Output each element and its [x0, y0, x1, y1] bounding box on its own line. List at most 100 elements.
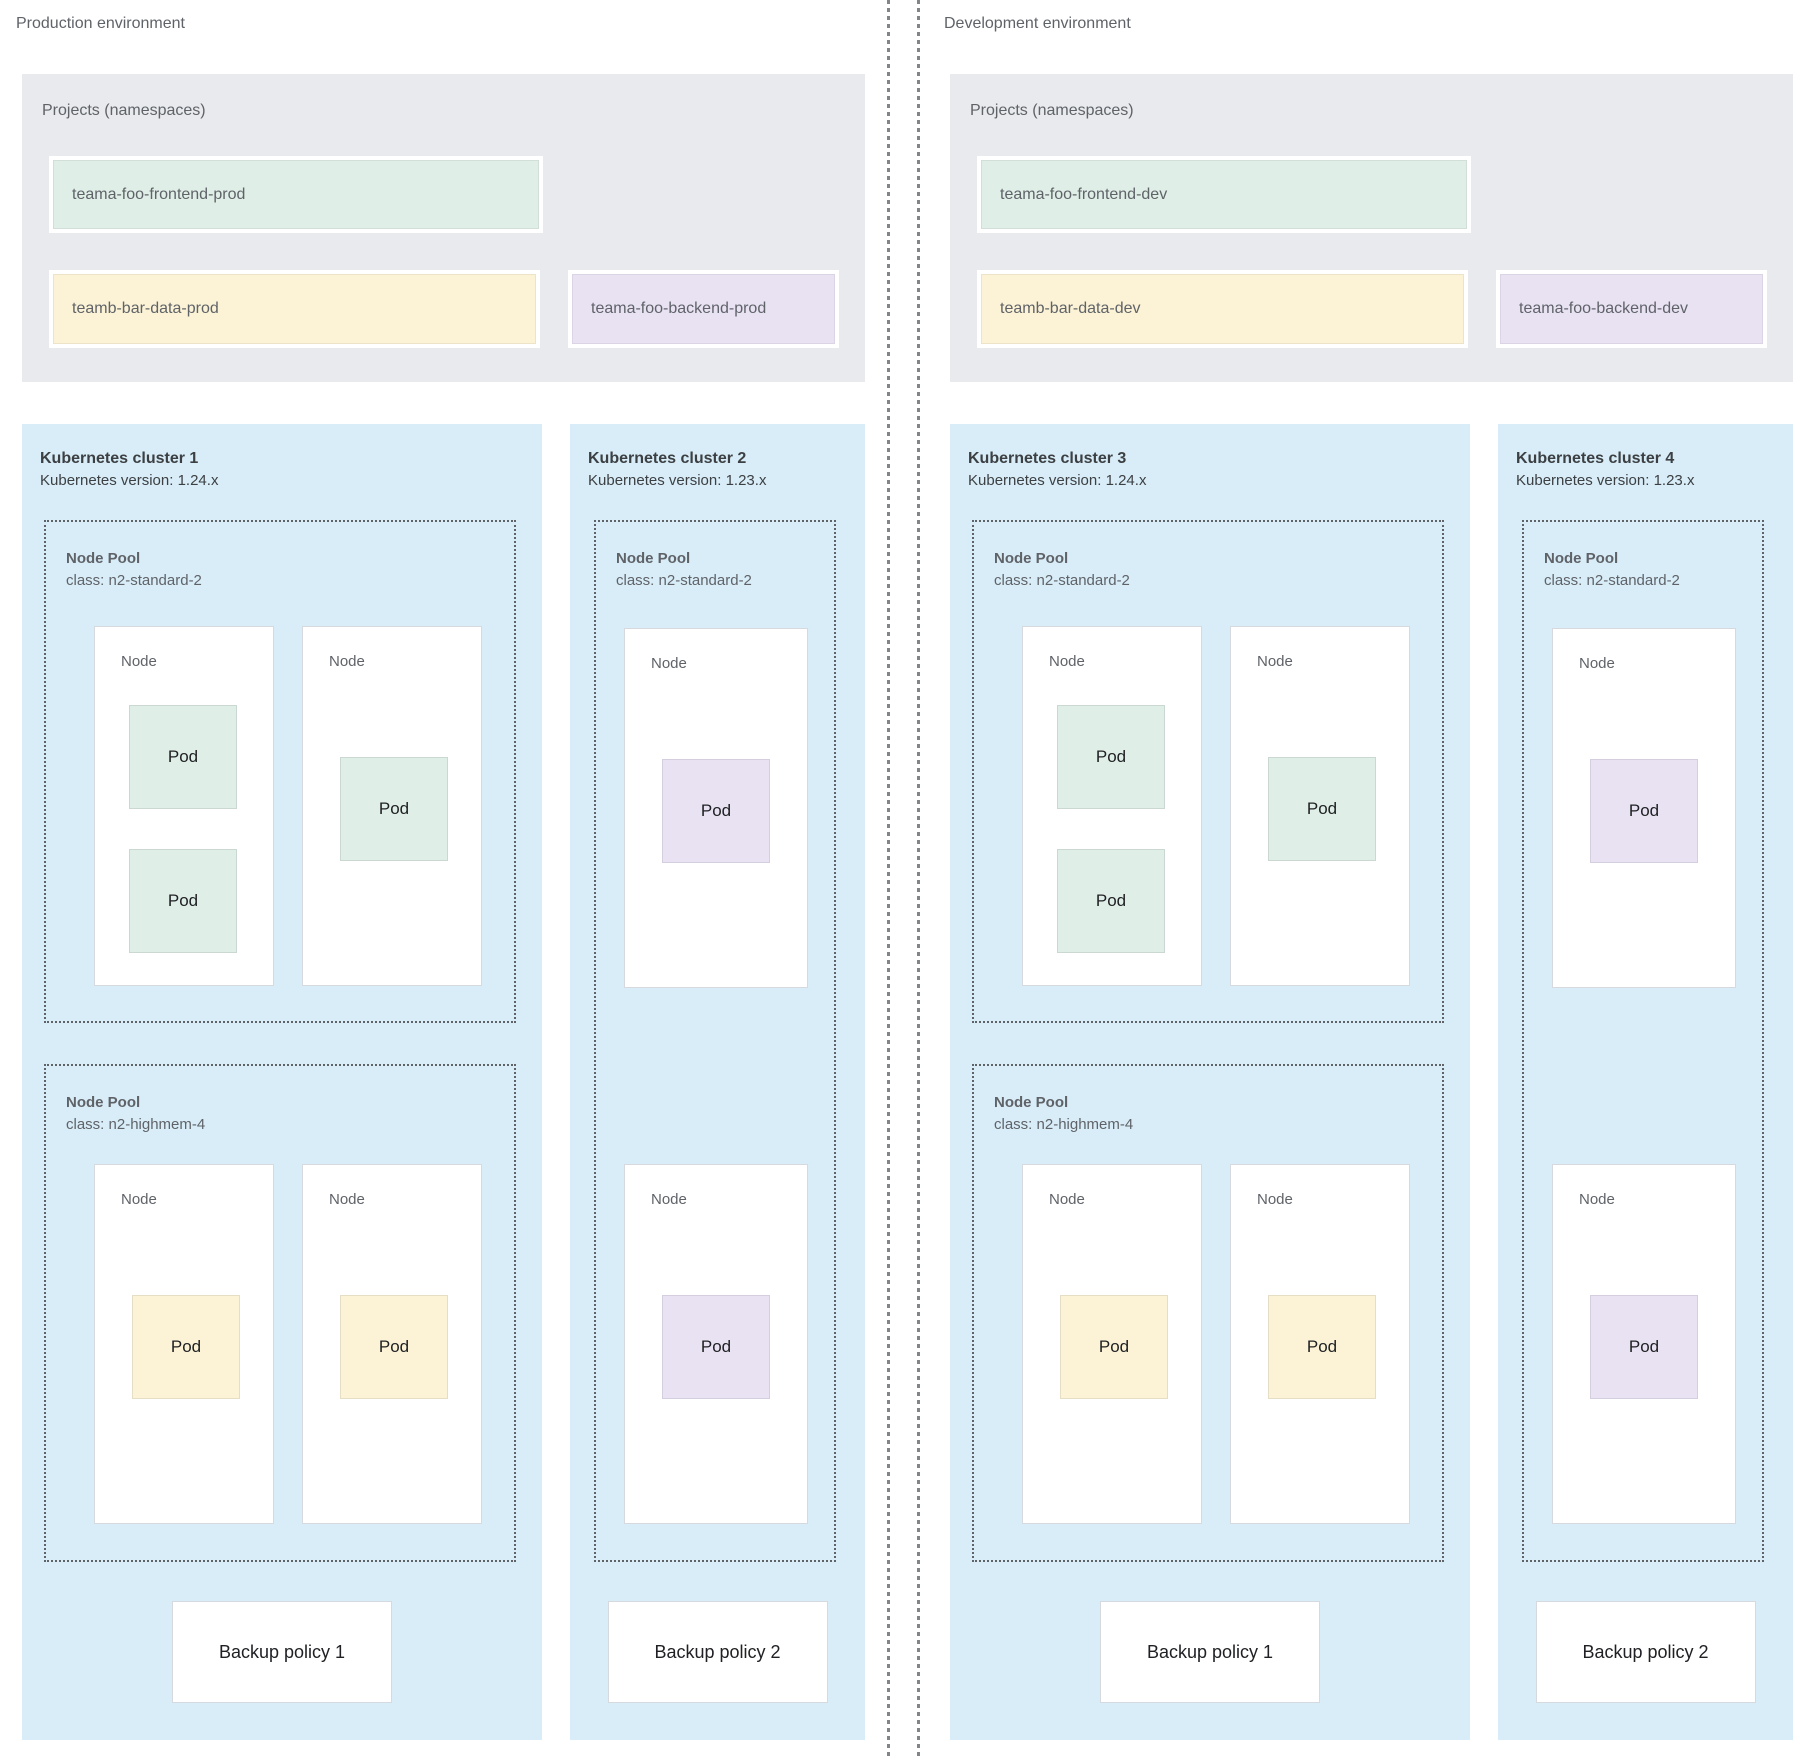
- kubernetes-cluster-2: Kubernetes cluster 2 Kubernetes version:…: [570, 424, 865, 1740]
- pod-label: Pod: [1628, 1337, 1660, 1356]
- node: Node Pod: [1022, 1164, 1202, 1524]
- pod-label: Pod: [167, 747, 199, 766]
- node-pool-title: Node Pool: [616, 550, 691, 567]
- pod: Pod: [662, 759, 770, 863]
- production-environment-section: Production environment Projects (namespa…: [16, 0, 865, 1760]
- node-pool-standard: Node Pool class: n2-standard-2 Node Pod …: [44, 520, 516, 1023]
- projects-namespaces-box: Projects (namespaces) teama-foo-frontend…: [22, 74, 865, 382]
- node-label: Node: [1257, 1191, 1293, 1208]
- node-label: Node: [121, 653, 157, 670]
- namespace-label: teama-foo-backend-prod: [591, 300, 767, 317]
- namespace-label: teama-foo-backend-dev: [1519, 300, 1688, 317]
- node-pool-class: class: n2-highmem-4: [66, 1116, 206, 1133]
- node: Node Pod: [624, 1164, 808, 1524]
- pod: Pod: [129, 849, 237, 953]
- cluster-title: Kubernetes cluster 2: [588, 450, 747, 467]
- node: Node Pod: [1552, 628, 1736, 988]
- pod-label: Pod: [1306, 1337, 1338, 1356]
- pod: Pod: [1590, 1295, 1698, 1399]
- kubernetes-cluster-1: Kubernetes cluster 1 Kubernetes version:…: [22, 424, 542, 1740]
- pod: Pod: [1268, 1295, 1376, 1399]
- node-label: Node: [651, 655, 687, 672]
- node-pool-standard: Node Pool class: n2-standard-2 Node Pod …: [972, 520, 1444, 1023]
- pod-label: Pod: [378, 799, 410, 818]
- backup-policy: Backup policy 2: [1535, 1601, 1756, 1703]
- pod: Pod: [340, 757, 448, 861]
- node: Node Pod: [624, 628, 808, 988]
- pod-label: Pod: [1095, 891, 1127, 910]
- pod: Pod: [1057, 849, 1165, 953]
- node-pool-title: Node Pool: [994, 1094, 1069, 1111]
- development-environment-section: Development environment Projects (namesp…: [944, 0, 1793, 1760]
- namespace-chip: teama-foo-backend-prod: [568, 270, 839, 348]
- projects-title: Projects (namespaces): [42, 102, 206, 119]
- node-pool-highmem: Node Pool class: n2-highmem-4 Node Pod N…: [972, 1064, 1444, 1562]
- cluster-title: Kubernetes cluster 4: [1516, 450, 1675, 467]
- pod: Pod: [129, 705, 237, 809]
- cluster-version: Kubernetes version: 1.23.x: [588, 472, 767, 489]
- pod: Pod: [1590, 759, 1698, 863]
- node-label: Node: [1579, 655, 1615, 672]
- pod: Pod: [662, 1295, 770, 1399]
- namespace-chip: teama-foo-backend-dev: [1496, 270, 1767, 348]
- node-pool-highmem: Node Pool class: n2-highmem-4 Node Pod N…: [44, 1064, 516, 1562]
- node-label: Node: [1049, 653, 1085, 670]
- node-pool-title: Node Pool: [1544, 550, 1619, 567]
- node-pool-title: Node Pool: [994, 550, 1069, 567]
- pod: Pod: [1060, 1295, 1168, 1399]
- namespace-label: teama-foo-frontend-dev: [1000, 185, 1168, 203]
- node-pool-class: class: n2-standard-2: [994, 572, 1130, 589]
- node: Node Pod: [1230, 626, 1410, 986]
- cluster-version: Kubernetes version: 1.24.x: [40, 472, 219, 489]
- node: Node Pod: [1552, 1164, 1736, 1524]
- node-pool-class: class: n2-standard-2: [66, 572, 202, 589]
- node-label: Node: [329, 653, 365, 670]
- pod-label: Pod: [1098, 1337, 1130, 1356]
- environment-divider-line: [887, 0, 890, 1760]
- pod: Pod: [132, 1295, 240, 1399]
- environment-label: Production environment: [16, 15, 185, 32]
- cluster-version: Kubernetes version: 1.24.x: [968, 472, 1147, 489]
- projects-namespaces-box: Projects (namespaces) teama-foo-frontend…: [950, 74, 1793, 382]
- cluster-title: Kubernetes cluster 1: [40, 450, 199, 467]
- node-pool-standard: Node Pool class: n2-standard-2 Node Pod …: [594, 520, 836, 1562]
- node: Node Pod: [302, 626, 482, 986]
- environment-divider-line: [917, 0, 920, 1760]
- pod-label: Pod: [1306, 799, 1338, 818]
- node: Node Pod: [302, 1164, 482, 1524]
- node-label: Node: [1579, 1191, 1615, 1208]
- namespace-label: teamb-bar-data-dev: [1000, 300, 1141, 317]
- pod: Pod: [340, 1295, 448, 1399]
- pod-label: Pod: [700, 801, 732, 820]
- namespace-chip: teama-foo-frontend-dev: [977, 156, 1471, 233]
- kubernetes-cluster-4: Kubernetes cluster 4 Kubernetes version:…: [1498, 424, 1793, 1740]
- node-pool-standard: Node Pool class: n2-standard-2 Node Pod …: [1522, 520, 1764, 1562]
- backup-policy: Backup policy 2: [607, 1601, 828, 1703]
- node-label: Node: [1049, 1191, 1085, 1208]
- backup-policy: Backup policy 1: [172, 1601, 392, 1703]
- node-pool-class: class: n2-standard-2: [1544, 572, 1680, 589]
- node: Node Pod: [1230, 1164, 1410, 1524]
- namespace-chip: teama-foo-frontend-prod: [49, 156, 543, 233]
- node-pool-title: Node Pool: [66, 1094, 141, 1111]
- node-pool-class: class: n2-highmem-4: [994, 1116, 1134, 1133]
- node: Node Pod: [94, 1164, 274, 1524]
- namespace-chip: teamb-bar-data-prod: [49, 270, 540, 348]
- cluster-version: Kubernetes version: 1.23.x: [1516, 472, 1695, 489]
- node-label: Node: [651, 1191, 687, 1208]
- kubernetes-cluster-3: Kubernetes cluster 3 Kubernetes version:…: [950, 424, 1470, 1740]
- node: Node Pod Pod: [94, 626, 274, 986]
- node-label: Node: [121, 1191, 157, 1208]
- pod-label: Pod: [1095, 747, 1127, 766]
- namespace-label: teama-foo-frontend-prod: [72, 185, 246, 203]
- pod-label: Pod: [700, 1337, 732, 1356]
- projects-title: Projects (namespaces): [970, 102, 1134, 119]
- pod-label: Pod: [170, 1337, 202, 1356]
- pod-label: Pod: [167, 891, 199, 910]
- pod-label: Pod: [378, 1337, 410, 1356]
- pod-label: Pod: [1628, 801, 1660, 820]
- node-pool-title: Node Pool: [66, 550, 141, 567]
- environment-label: Development environment: [944, 15, 1131, 32]
- node-pool-class: class: n2-standard-2: [616, 572, 752, 589]
